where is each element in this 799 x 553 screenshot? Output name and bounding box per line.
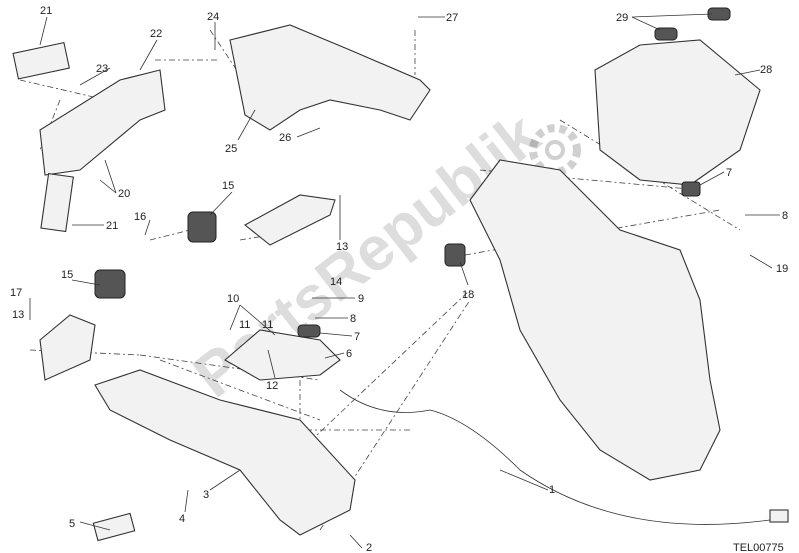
callout: 23	[96, 63, 108, 75]
callout: 8	[350, 313, 356, 325]
callout: 2	[366, 542, 372, 553]
callout: 7	[354, 331, 360, 343]
rear-mudguard	[94, 369, 356, 536]
callout: 15	[222, 180, 234, 192]
callout: 3	[203, 489, 209, 501]
grommet-18	[444, 243, 466, 267]
callout: 10	[227, 293, 239, 305]
reflector-lower	[40, 172, 74, 233]
callout: 13	[336, 241, 348, 253]
grommet-7	[297, 324, 321, 338]
callout: 14	[330, 276, 342, 288]
callout: 11	[239, 319, 250, 331]
callout: 19	[776, 263, 788, 275]
rear-subframe	[469, 159, 721, 481]
tail-light-cover	[594, 39, 761, 186]
callout: 1	[549, 484, 555, 496]
callout: 24	[207, 11, 219, 23]
leader-lines	[29, 13, 780, 549]
rear-cover	[229, 24, 431, 131]
callout: 9	[358, 293, 364, 305]
turn-signal-left	[39, 314, 96, 381]
callout: 7	[726, 167, 732, 179]
grommet-7b	[681, 181, 701, 197]
plate-holder-bracket	[39, 69, 166, 176]
callout: 26	[279, 132, 291, 144]
callout: 28	[760, 64, 772, 76]
callout: 16	[134, 211, 146, 223]
callout: 25	[225, 143, 237, 155]
callout: 29	[616, 12, 628, 24]
callout: 4	[179, 513, 185, 525]
reference-code: TEL00775	[733, 542, 784, 553]
callout: 6	[346, 348, 352, 360]
callout: 8	[782, 210, 788, 222]
wiring-harness	[339, 389, 771, 525]
grommet-29a	[654, 27, 678, 41]
license-plate-reflector	[12, 41, 70, 80]
callout: 12	[266, 380, 278, 392]
callout: 22	[150, 28, 162, 40]
signal-rubber-15	[187, 211, 217, 243]
gear-logo-icon	[529, 124, 581, 176]
callout: 15	[61, 269, 73, 281]
connector	[769, 509, 789, 523]
callout-labels: 21 22 23 24 25 26 27 29 28 7 8 19 20 21 …	[10, 5, 788, 553]
callout: 18	[462, 289, 474, 301]
callout: 11	[262, 319, 273, 331]
callout: 21	[106, 220, 118, 232]
plate-light-mount	[224, 329, 341, 381]
signal-rubber-15b	[94, 269, 126, 299]
callout: 17	[10, 287, 22, 299]
turn-signal-right	[244, 194, 336, 246]
callout: 5	[69, 518, 75, 530]
callout: 21	[40, 5, 52, 17]
callout: 20	[118, 188, 130, 200]
callout: 13	[12, 309, 24, 321]
plate-light-5	[92, 512, 136, 542]
callout: 27	[446, 12, 458, 24]
